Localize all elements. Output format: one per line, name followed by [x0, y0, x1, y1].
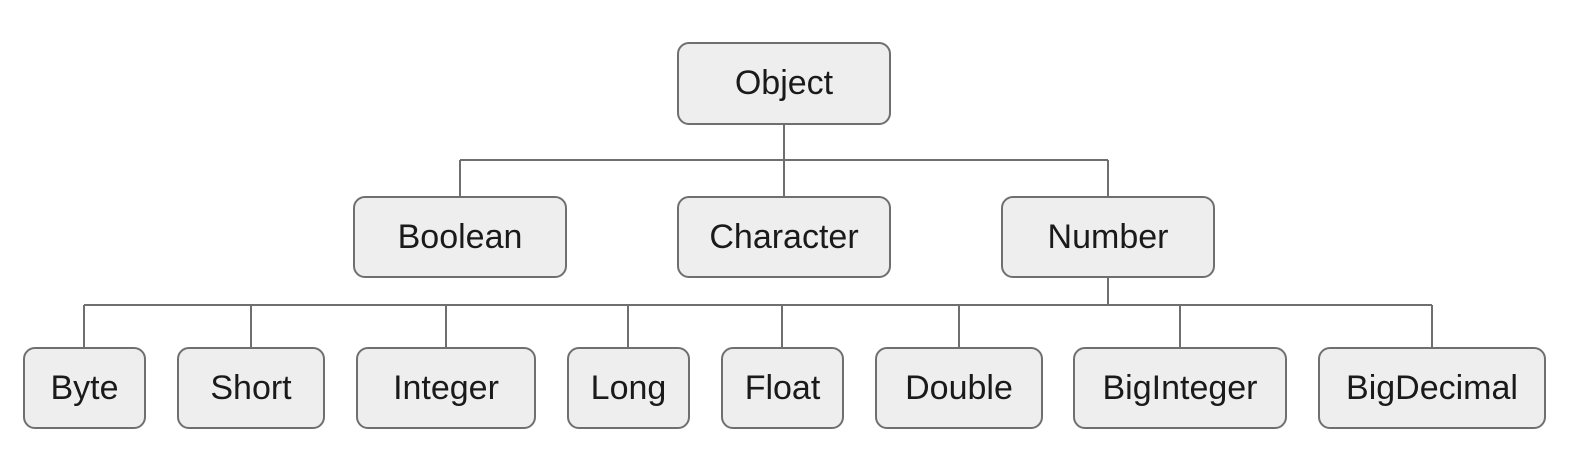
node-double: Double: [875, 347, 1043, 429]
node-short: Short: [177, 347, 325, 429]
node-number: Number: [1001, 196, 1215, 278]
node-byte: Byte: [23, 347, 146, 429]
node-boolean: Boolean: [353, 196, 567, 278]
node-object: Object: [677, 42, 891, 125]
node-character: Character: [677, 196, 891, 278]
node-biginteger: BigInteger: [1073, 347, 1287, 429]
node-float: Float: [721, 347, 844, 429]
node-integer: Integer: [356, 347, 536, 429]
node-bigdecimal: BigDecimal: [1318, 347, 1546, 429]
node-long: Long: [567, 347, 690, 429]
